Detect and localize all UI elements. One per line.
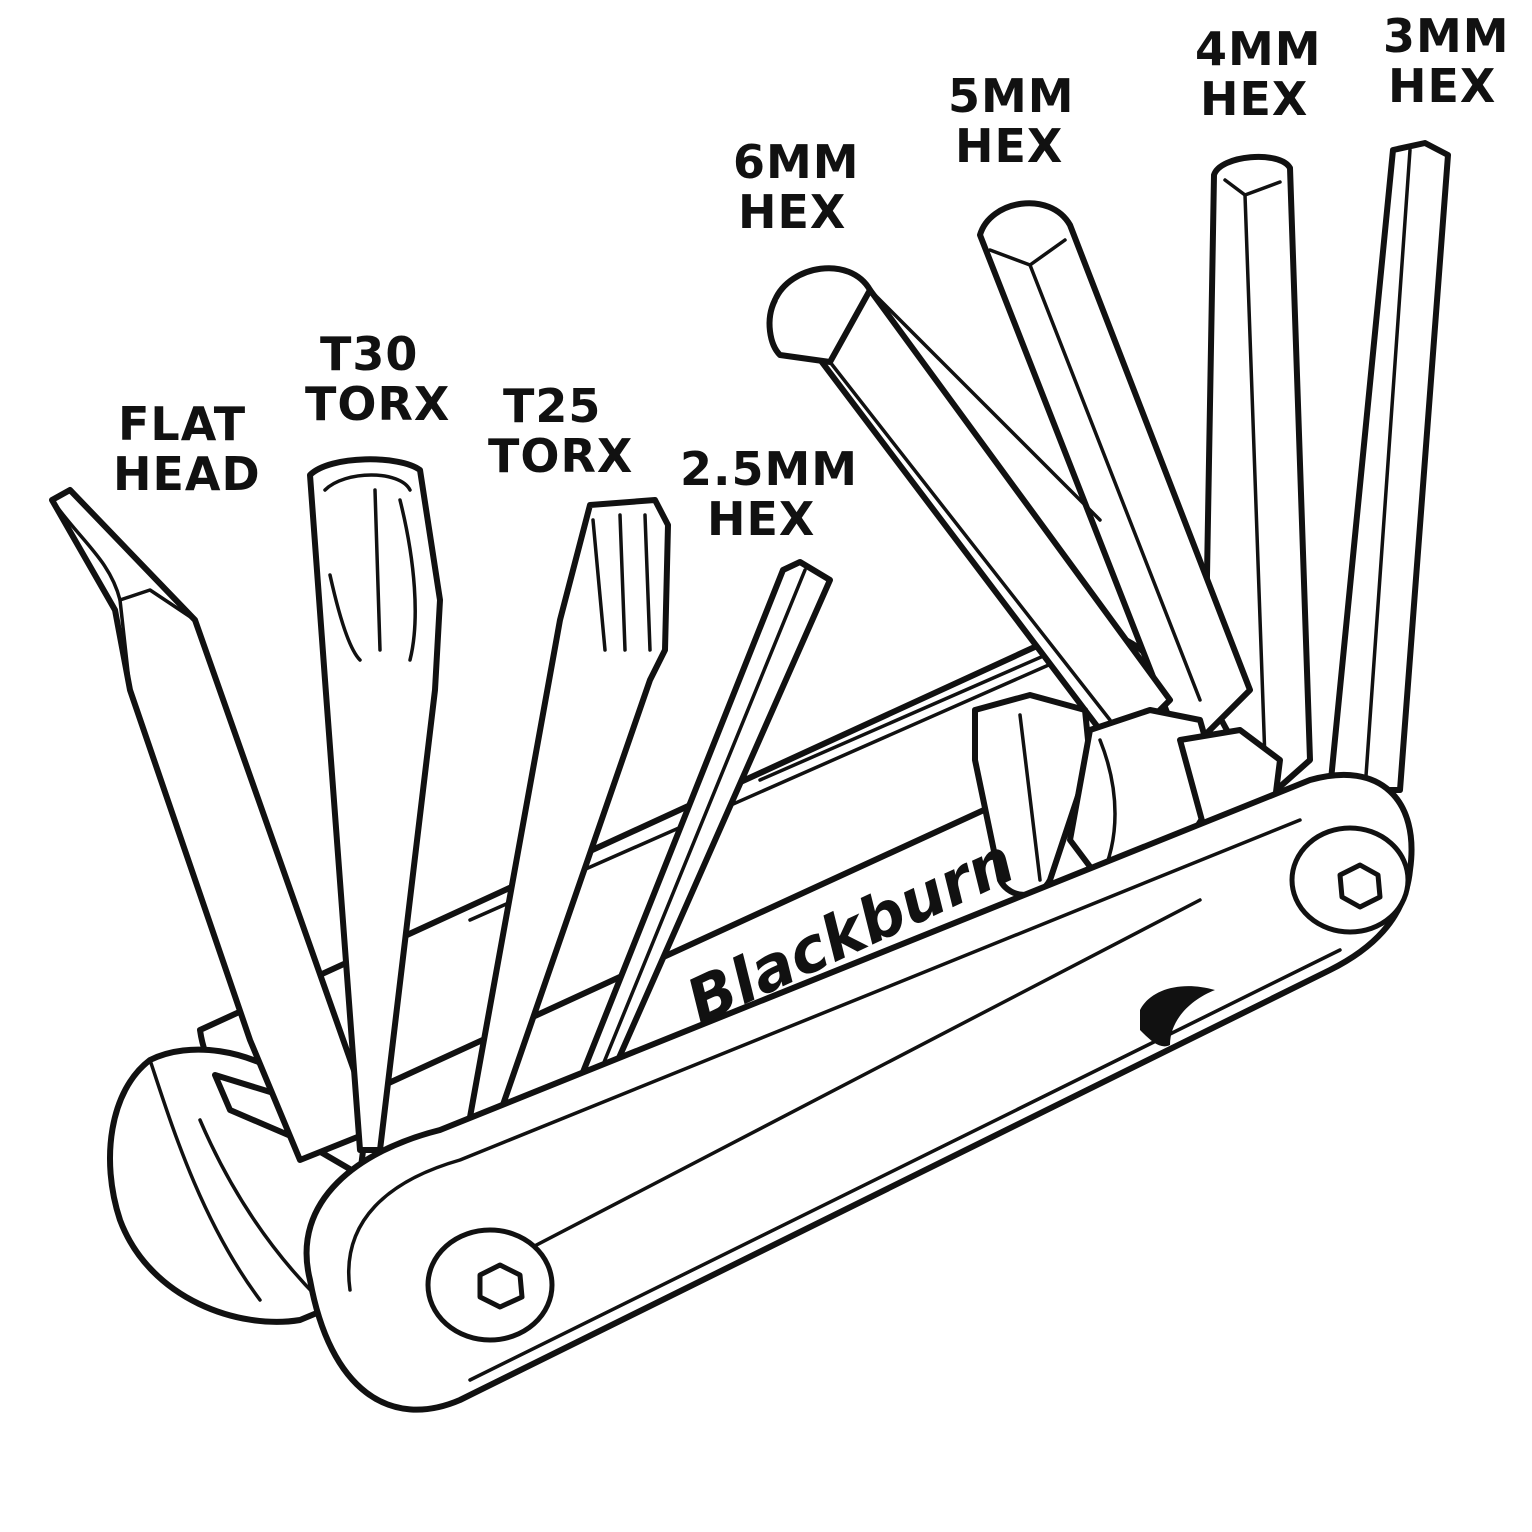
label-6mm-hex-line2: HEX (738, 185, 846, 239)
hex-key-5mm (977, 200, 1253, 743)
label-4mm-hex: 4MM HEX (1195, 22, 1322, 126)
label-2-5mm-hex: 2.5MM HEX (680, 442, 858, 546)
label-t25-torx-line2: TORX (488, 429, 633, 483)
label-3mm-hex-line1: 3MM (1383, 9, 1510, 63)
label-5mm-hex-line2: HEX (955, 119, 1063, 173)
label-flat-head-line2: HEAD (113, 447, 261, 501)
label-2-5mm-hex-line2: HEX (707, 492, 815, 546)
label-5mm-hex: 5MM HEX (948, 69, 1075, 173)
label-flat-head-line1: FLAT (118, 397, 246, 451)
main-side-plate (303, 771, 1415, 1413)
label-6mm-hex: 6MM HEX (733, 135, 860, 239)
label-3mm-hex-line2: HEX (1388, 59, 1496, 113)
label-t25-torx-line1: T25 (503, 379, 601, 433)
label-2-5mm-hex-line1: 2.5MM (680, 442, 858, 496)
hex-bolt-icon (425, 1227, 555, 1343)
label-5mm-hex-line1: 5MM (948, 69, 1075, 123)
hex-key-6mm (766, 265, 1173, 743)
label-4mm-hex-line2: HEX (1200, 72, 1308, 126)
flat-head-bit (49, 487, 378, 1163)
t30-torx-bit (307, 456, 443, 1153)
label-t30-torx: T30 TORX (305, 327, 450, 431)
label-4mm-hex-line1: 4MM (1195, 22, 1322, 76)
label-t30-torx-line2: TORX (305, 377, 450, 431)
hex-key-3mm (1327, 140, 1451, 793)
label-flat-head: FLAT HEAD (113, 397, 261, 501)
hex-bolt-icon (1289, 825, 1411, 935)
label-t25-torx: T25 TORX (488, 379, 633, 483)
label-6mm-hex-line1: 6MM (733, 135, 860, 189)
label-3mm-hex: 3MM HEX (1383, 9, 1510, 113)
flame-logo-icon (1140, 986, 1215, 1047)
label-t30-torx-line1: T30 (320, 327, 418, 381)
t25-torx-bit (452, 497, 671, 1203)
